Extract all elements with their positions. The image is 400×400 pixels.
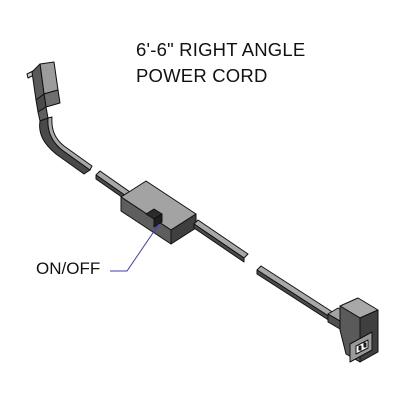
connector-pin	[358, 345, 362, 351]
diagram-title-line-2: POWER CORD	[136, 65, 268, 86]
on-off-leader-line	[110, 223, 160, 272]
cord-segment-3	[193, 219, 249, 263]
diagram-title-line-1: 6'-6" RIGHT ANGLE	[136, 39, 306, 60]
on-off-callout-label: ON/OFF	[36, 259, 101, 278]
inline-switch	[120, 180, 197, 245]
right-angle-connector	[327, 297, 379, 363]
cord-segment-1	[39, 116, 93, 175]
cord-segment-4	[256, 265, 335, 322]
plug-head	[26, 61, 61, 122]
